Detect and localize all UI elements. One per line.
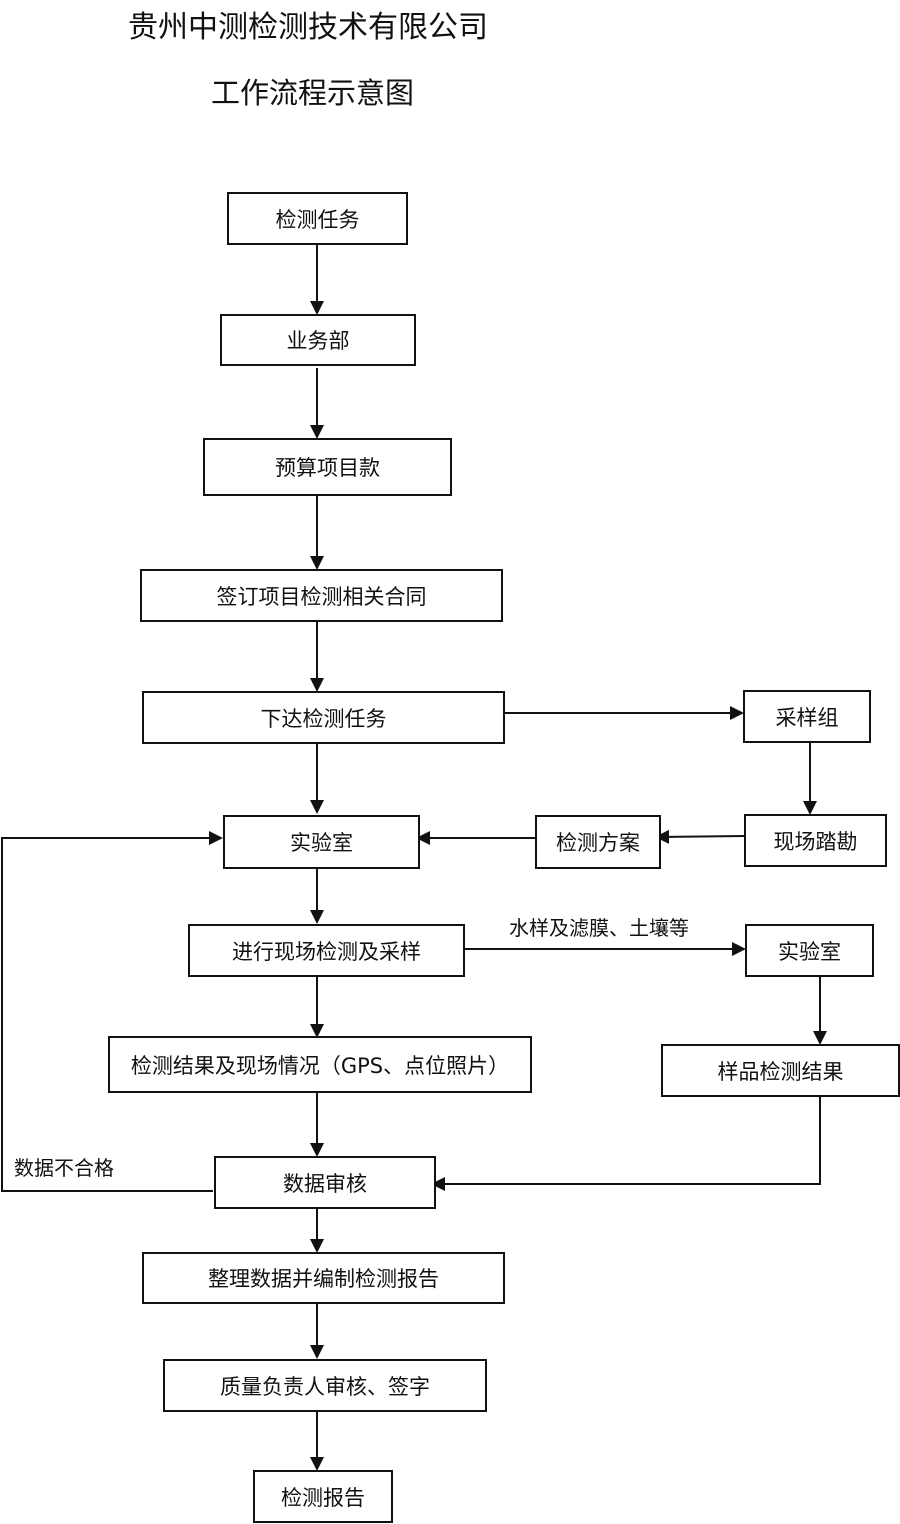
arrow-sample-results-to-review [431,1096,821,1191]
arrow-survey-to-plan [655,829,746,844]
node-lab-main: 实验室 [223,815,420,869]
node-compile-report: 整理数据并编制检测报告 [142,1252,505,1304]
diagram-title: 工作流程示意图 [211,76,415,110]
node-contract: 签订项目检测相关合同 [140,569,503,622]
edge-label-samples: 水样及滤膜、土壤等 [509,916,689,940]
node-detection-task: 检测任务 [227,192,408,245]
node-inspection-plan: 检测方案 [535,815,661,869]
node-field-results: 检测结果及现场情况（GPS、点位照片） [108,1036,532,1093]
node-site-survey: 现场踏勘 [744,814,887,867]
node-lab-secondary: 实验室 [745,924,874,977]
node-business-dept: 业务部 [220,314,416,366]
node-sample-results: 样品检测结果 [661,1044,900,1097]
node-budget: 预算项目款 [203,438,452,496]
node-final-report: 检测报告 [253,1470,393,1523]
arrow-review-fail-loop [1,831,223,1192]
node-quality-signoff: 质量负责人审核、签字 [163,1359,487,1412]
node-sampling-group: 采样组 [743,690,871,743]
node-issue-task: 下达检测任务 [142,691,505,744]
node-field-testing: 进行现场检测及采样 [188,924,465,977]
edge-label-data-failed: 数据不合格 [14,1156,114,1180]
node-data-review: 数据审核 [214,1156,436,1209]
company-title: 贵州中测检测技术有限公司 [128,10,488,45]
